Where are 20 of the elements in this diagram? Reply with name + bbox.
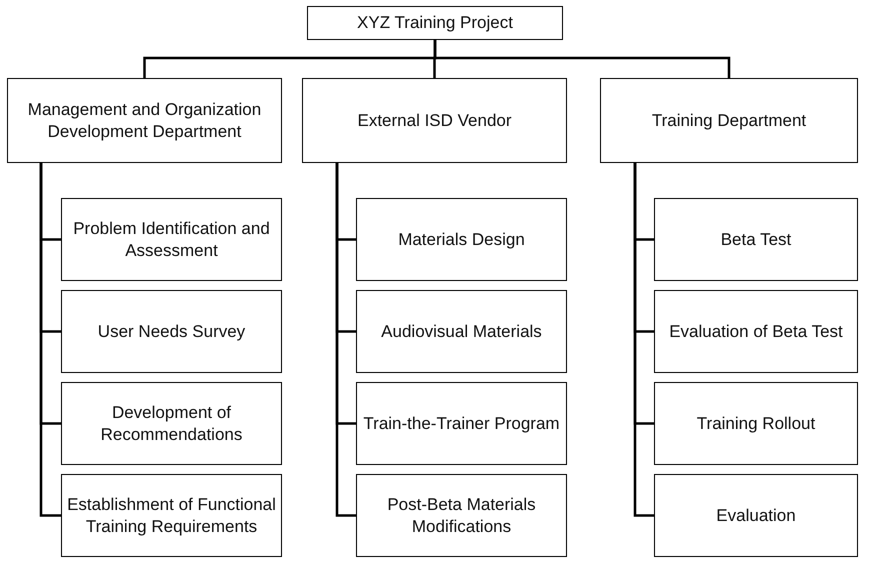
org-box: Problem Identification and Assessment (61, 198, 282, 281)
connector-line (40, 163, 61, 517)
org-box: Train-the-Trainer Program (356, 382, 567, 465)
org-box: Training Rollout (654, 382, 858, 465)
org-box: User Needs Survey (61, 290, 282, 373)
connector-line (434, 40, 730, 78)
org-box: External ISD Vendor (302, 78, 567, 163)
org-box: Training Department (600, 78, 858, 163)
org-box: Establishment of Functional Training Requirements (61, 474, 282, 557)
connector-line (634, 163, 654, 517)
org-box: Evaluation of Beta Test (654, 290, 858, 373)
org-box: XYZ Training Project (307, 6, 563, 40)
org-box: Post-Beta Materials Modifications (356, 474, 567, 557)
org-box: Evaluation (654, 474, 858, 557)
org-box: Materials Design (356, 198, 567, 281)
org-box: Management and Organization Development Department (7, 78, 282, 163)
org-box: Development of Recommendations (61, 382, 282, 465)
org-box: Beta Test (654, 198, 858, 281)
connector-line (336, 163, 356, 517)
org-box: Audiovisual Materials (356, 290, 567, 373)
